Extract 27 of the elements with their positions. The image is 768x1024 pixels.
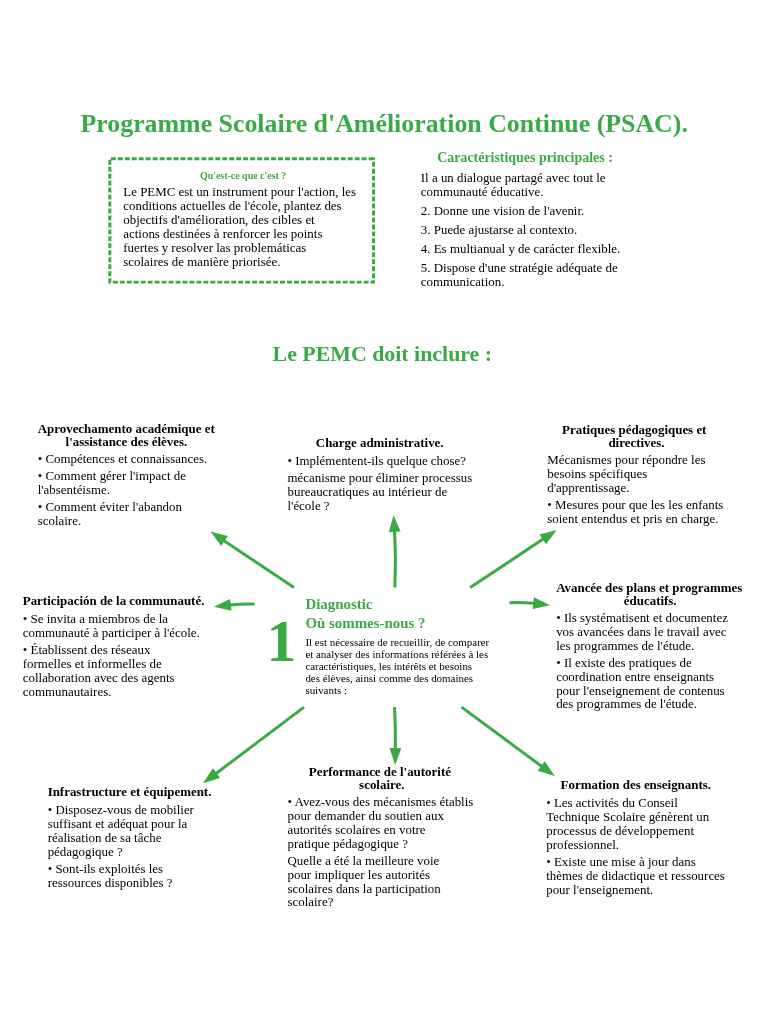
label: Caractéristiques principales : bbox=[437, 149, 613, 165]
node-text: Avancée des plans et programmes éducatifs. • Ils systématisent et documentez vos avancées dans le travail avec les programmes de l'étude. • Il existe des pratiques de coordination entre enseignants pour l'enseignement de contenus des programmes de l'étude. bbox=[556, 580, 743, 712]
node-label: 1 bbox=[266, 608, 297, 675]
node-text: Participación de la communauté. • Se invita a miembros de la communauté à participer à l'école. • Établissent des réseaux formelles et informelles de collaboration avec des agents communautaires. bbox=[22, 592, 205, 699]
arrow bbox=[210, 531, 295, 589]
node-box: Qu'est-ce que c'est ? Le PEMC est un instrument pour l'action, les conditions actuelles de l'école, plantez des objectifs d'amélioration, des cibles et actions destinées à renforcer les points fuertes y resolver las problemáticas scolaires de manière priorisée. bbox=[108, 157, 376, 284]
arrow bbox=[388, 514, 401, 588]
label: 5. Dispose d'une stratégie adéquate de communication. bbox=[420, 259, 618, 289]
label: Le PEMC doit inclure : bbox=[272, 341, 493, 367]
node-text: Aprovechamento académique et l'assistance des élèves. • Compétences et connaissances. • Comment gérer l'impact de l'absentéisme. • Comment éviter l'abandon scolaire. bbox=[37, 421, 215, 528]
label: 4. Es multianual y de carácter flexible. bbox=[420, 240, 621, 256]
label: 2. Donne une vision de l'avenir. bbox=[420, 202, 585, 218]
node-text: Charge administrative. • Implémentent-ils quelque chose? mécanisme pour éliminer processus bureaucratiques au intérieur de l'école ? bbox=[287, 435, 473, 513]
arrow bbox=[202, 705, 305, 784]
arrow bbox=[469, 529, 557, 589]
node-text: Diagnostic Où sommes-nous ? Il est nécessaire de recueillir, de comparer et analyser des informations référées à les caractéristiques, les intérêts et besoins des élèves, ainsi comme des domaines suivants : bbox=[305, 595, 490, 696]
node-text: Pratiques pédagogiques et directives. Mécanismes pour répondre les besoins spécifiques d'apprentissage. • Mesures pour que les les enfants soient entendus et pris en charge. bbox=[547, 422, 724, 526]
arrow bbox=[389, 707, 402, 766]
node-text: Performance de l'autorité scolaire. • Avez-vous des mécanismes établis pour demander du soutien aux autorités scolaires en votre pratique pédagogique ? Quelle a été la meilleure voie pour impliquer les autorités scolaires dans la participation scolaire? bbox=[287, 764, 474, 910]
arrow bbox=[509, 597, 551, 610]
diagram-title: Programme Scolaire d'Amélioration Continue (PSAC). bbox=[80, 108, 688, 138]
node-text: Infrastructure et équipement. • Disposez-vous de mobilier suffisant et adéquat pour la réalisation de sa tâche pédagogique ? • Sont-ils exploités les ressources disponibles ? bbox=[47, 784, 212, 890]
arrow bbox=[213, 598, 255, 611]
arrow bbox=[460, 705, 555, 777]
label: 3. Puede ajustarse al contexto. bbox=[420, 221, 578, 237]
label: Il a un dialogue partagé avec tout le communauté éducative. bbox=[420, 170, 606, 199]
node-text: Formation des enseignants. • Les activités du Conseil Technique Scolaire génèrent un processus de développement professionnel. • Existe une mise à jour dans thèmes de didactique et ressources pour l'enseignement. bbox=[546, 777, 725, 897]
